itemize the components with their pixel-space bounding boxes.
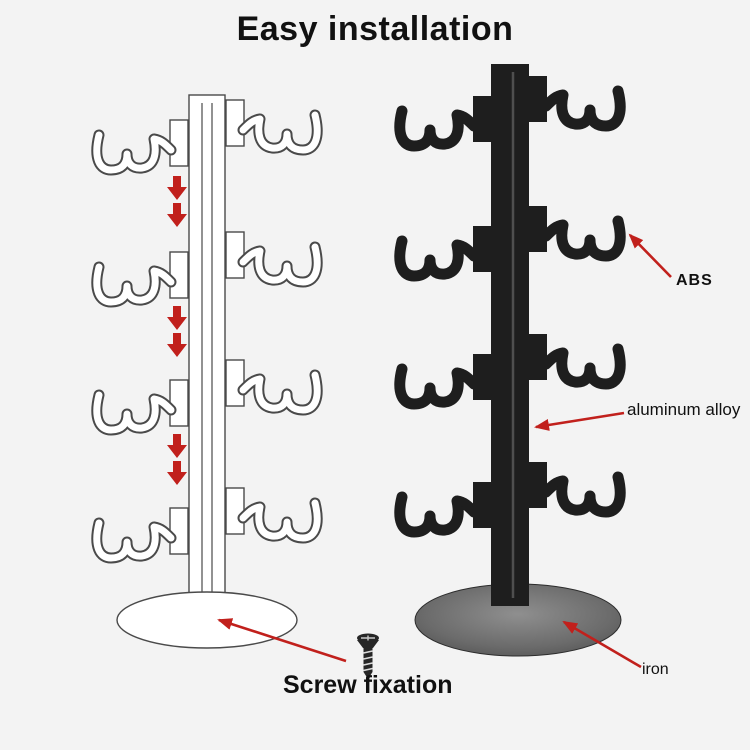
label-iron: iron: [642, 661, 669, 678]
label-aluminum-alloy: aluminum alloy: [627, 400, 741, 419]
down-arrow-icon: [167, 203, 187, 227]
screw-threads: [363, 650, 373, 672]
install-arrows: [167, 176, 187, 485]
down-arrow-icon: [167, 434, 187, 458]
abs-annotation-arrow: [628, 233, 672, 278]
down-arrow-icon: [167, 461, 187, 485]
label-abs: ABS: [676, 272, 713, 289]
screw-annotation-arrow: [217, 618, 347, 663]
wireframe-pole: [188, 94, 226, 611]
solid-pole-aluminum: [491, 64, 529, 606]
down-arrow-icon: [167, 333, 187, 357]
screw-tip: [363, 672, 373, 679]
aluminum-annotation-arrow: [534, 411, 625, 431]
wireframe-stand: [97, 94, 317, 649]
screw-shank: [363, 648, 373, 672]
screw-head-side: [357, 640, 379, 648]
iron-annotation-arrow: [562, 620, 642, 669]
down-arrow-icon: [167, 306, 187, 330]
label-screw-fixation: Screw fixation: [283, 671, 453, 699]
screw-cross-slot: [361, 635, 375, 641]
annotation-arrows: [217, 233, 672, 669]
screw-icon: [357, 633, 379, 679]
solid-stand: [400, 64, 622, 657]
page-title: Easy installation: [236, 10, 514, 48]
down-arrow-icon: [167, 176, 187, 200]
wireframe-base: [116, 591, 298, 649]
